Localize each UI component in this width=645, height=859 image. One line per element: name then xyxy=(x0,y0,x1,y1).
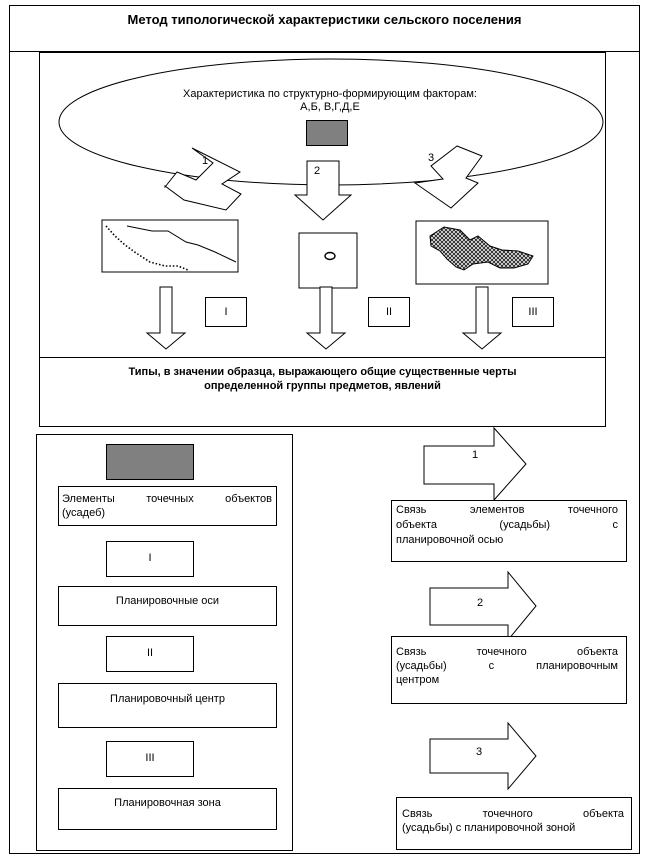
roman-III-label: III xyxy=(528,306,538,318)
center-label: Планировочный центр xyxy=(110,693,225,705)
axes-diagram-box xyxy=(101,219,239,273)
right-arrow-3 xyxy=(429,721,537,791)
relation-1-box xyxy=(391,500,627,562)
roman-I-box: I xyxy=(205,297,247,327)
axis-solid-line xyxy=(126,225,237,263)
types-text-line1: Типы, в значении образца, выражающего об… xyxy=(128,366,517,378)
zone-label: Планировочная зона xyxy=(114,797,221,809)
center-box xyxy=(58,683,277,728)
arrow-1-label: 1 xyxy=(202,155,209,167)
grey-factor-square xyxy=(306,120,348,146)
elements-grey-square xyxy=(106,444,194,480)
relation-2-line2: (усадьбы) с планировочным xyxy=(396,660,618,672)
roman-II-box: II xyxy=(368,297,410,327)
ellipse-text-line1: Характеристика по структурно-формирующим… xyxy=(183,88,477,100)
relation-2-line3: центром xyxy=(396,674,440,686)
label-III: III xyxy=(145,752,155,764)
page-title: Метод типологической характеристики сель… xyxy=(127,12,522,27)
roman-III-box: III xyxy=(512,297,554,327)
arrow-1-down-left xyxy=(164,147,242,211)
right-arrow-1 xyxy=(423,426,527,502)
arrow-down-II xyxy=(305,286,347,350)
label-II: II xyxy=(146,647,154,659)
arrow-2-label: 2 xyxy=(314,165,321,177)
axes-label: Планировочные оси xyxy=(115,595,220,607)
relation-3-line2: (усадьбы) с планировочной зоной xyxy=(402,822,576,834)
ellipse-text-line2: А,Б, В,Г,Д,Е xyxy=(300,101,360,113)
right-arrow-2 xyxy=(429,570,537,642)
zone-shape xyxy=(429,226,534,271)
right-arrow-1-label: 1 xyxy=(472,449,479,461)
label-II-box: II xyxy=(106,636,194,672)
relation-1-line3: планировочной осью xyxy=(396,534,504,546)
right-arrow-2-label: 2 xyxy=(477,597,484,609)
roman-II-label: II xyxy=(385,306,393,318)
relation-3-line1: Связь точечного объекта xyxy=(402,808,624,820)
elements-line2: (усадеб) xyxy=(62,507,106,519)
zone-box xyxy=(58,788,277,830)
arrow-3-label: 3 xyxy=(428,152,435,164)
relation-2-line1: Связь точечного объекта xyxy=(396,646,618,658)
relation-1-line1: Связь элементов точечного xyxy=(396,504,618,516)
arrow-down-I xyxy=(145,286,187,350)
title-box xyxy=(9,5,640,52)
axes-box xyxy=(58,586,277,626)
center-point xyxy=(324,251,336,261)
roman-I-label: I xyxy=(224,306,228,318)
right-arrow-3-label: 3 xyxy=(476,746,483,758)
label-I: I xyxy=(148,552,152,564)
elements-box xyxy=(58,486,277,526)
arrow-2-down xyxy=(293,160,353,221)
arrow-down-III xyxy=(461,286,503,350)
types-text-line2: определенной группы предметов, явлений xyxy=(204,380,441,392)
label-III-box: III xyxy=(106,741,194,777)
relation-2-box xyxy=(391,636,627,704)
center-diagram-box xyxy=(298,232,358,289)
relation-1-line2: объекта (усадьбы) с xyxy=(396,519,618,531)
arrow-3-down-right xyxy=(413,145,483,209)
elements-line1: Элементы точечных объектов xyxy=(62,493,272,505)
label-I-box: I xyxy=(106,541,194,577)
relation-3-box xyxy=(396,797,632,850)
types-box xyxy=(39,357,606,427)
